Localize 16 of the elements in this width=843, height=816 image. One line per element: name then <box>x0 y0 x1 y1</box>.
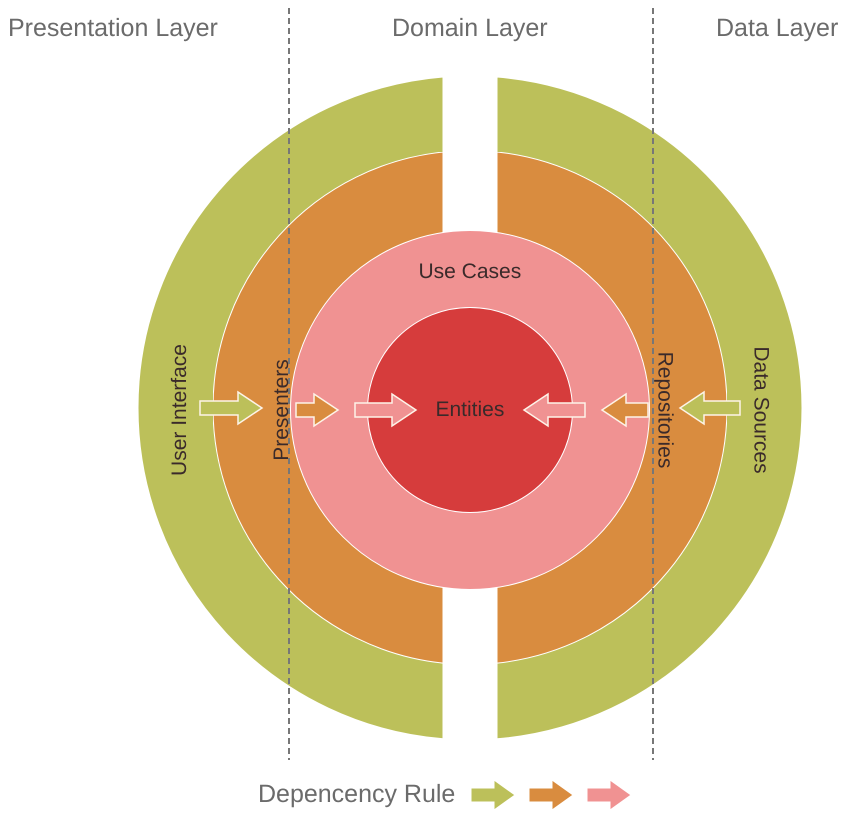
layer-heading: Presentation Layer <box>8 14 218 43</box>
layer-label: Repositories <box>652 352 676 468</box>
arrow <box>295 392 340 428</box>
layer-label: Data Sources <box>748 346 772 474</box>
legend-text: Depencency Rule <box>258 780 456 809</box>
arrow <box>600 392 649 428</box>
arrow <box>678 390 741 426</box>
layer-label: Use Cases <box>418 260 522 284</box>
layer-label: Entities <box>436 398 504 422</box>
layer-label: User Interface <box>168 344 192 476</box>
arrow <box>522 392 586 428</box>
layer-heading: Data Layer <box>716 14 838 43</box>
arrow <box>199 390 264 426</box>
layer-heading: Domain Layer <box>392 14 548 43</box>
arrow <box>354 392 418 428</box>
layer-label: Presenters <box>270 359 294 461</box>
